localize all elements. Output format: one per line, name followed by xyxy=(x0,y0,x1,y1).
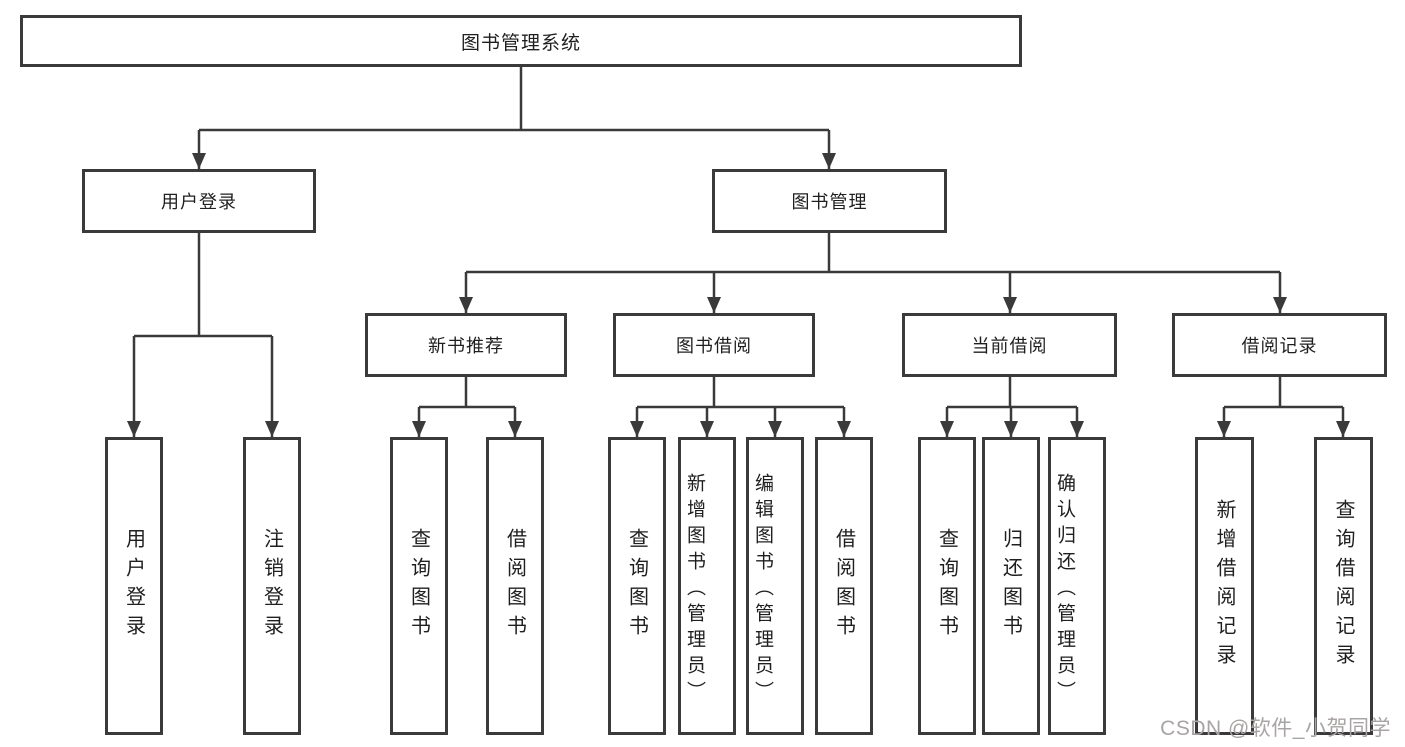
node-label: 新书推荐 xyxy=(428,336,504,356)
leaf-add-books-admin: 新增图书（管理员） xyxy=(678,437,736,735)
node-label: 借阅记录 xyxy=(1241,336,1318,356)
leaf-label: 归还图书 xyxy=(999,528,1022,644)
leaf-label: 查询图书 xyxy=(407,528,430,644)
leaf-logout: 注销登录 xyxy=(243,437,301,735)
leaf-label: 查询图书 xyxy=(935,528,958,644)
node-label: 图书管理 xyxy=(791,192,868,212)
node-new-book-recommendation: 新书推荐 xyxy=(365,313,567,377)
node-label: 当前借阅 xyxy=(971,336,1048,356)
leaf-borrow-books-1: 借阅图书 xyxy=(486,437,544,735)
leaf-label: 注销登录 xyxy=(260,528,283,644)
leaf-label: 确认归还（管理员） xyxy=(1054,472,1075,707)
leaf-confirm-return-admin: 确认归还（管理员） xyxy=(1048,437,1106,735)
leaf-edit-books-admin: 编辑图书（管理员） xyxy=(746,437,804,735)
leaf-borrow-books-2: 借阅图书 xyxy=(815,437,873,735)
leaf-query-books-3: 查询图书 xyxy=(918,437,976,735)
leaf-label: 查询图书 xyxy=(625,528,648,644)
node-current-borrowing: 当前借阅 xyxy=(902,313,1117,377)
leaf-add-borrow-record: 新增借阅记录 xyxy=(1195,437,1254,735)
node-borrowing-records: 借阅记录 xyxy=(1172,313,1387,377)
leaf-label: 新增图书（管理员） xyxy=(684,472,705,707)
node-root-library-system: 图书管理系统 xyxy=(20,15,1022,67)
leaf-label: 借阅图书 xyxy=(503,528,526,644)
node-label: 图书借阅 xyxy=(676,336,752,356)
leaf-label: 用户登录 xyxy=(122,528,145,644)
csdn-watermark: CSDN @软件_小贺同学 xyxy=(1160,717,1391,740)
node-book-borrowing: 图书借阅 xyxy=(613,313,815,377)
leaf-return-books: 归还图书 xyxy=(982,437,1040,735)
leaf-label: 查询借阅记录 xyxy=(1332,499,1354,673)
node-label: 用户登录 xyxy=(161,192,237,212)
leaf-query-books-1: 查询图书 xyxy=(390,437,448,735)
leaf-query-books-2: 查询图书 xyxy=(608,437,666,735)
node-book-management: 图书管理 xyxy=(712,169,947,233)
leaf-label: 编辑图书（管理员） xyxy=(752,472,773,707)
node-user-login: 用户登录 xyxy=(82,169,316,233)
leaf-user-login: 用户登录 xyxy=(105,437,163,735)
leaf-query-borrow-record: 查询借阅记录 xyxy=(1314,437,1373,735)
leaf-label: 借阅图书 xyxy=(832,528,855,644)
leaf-label: 新增借阅记录 xyxy=(1213,499,1235,673)
node-label: 图书管理系统 xyxy=(460,32,581,54)
